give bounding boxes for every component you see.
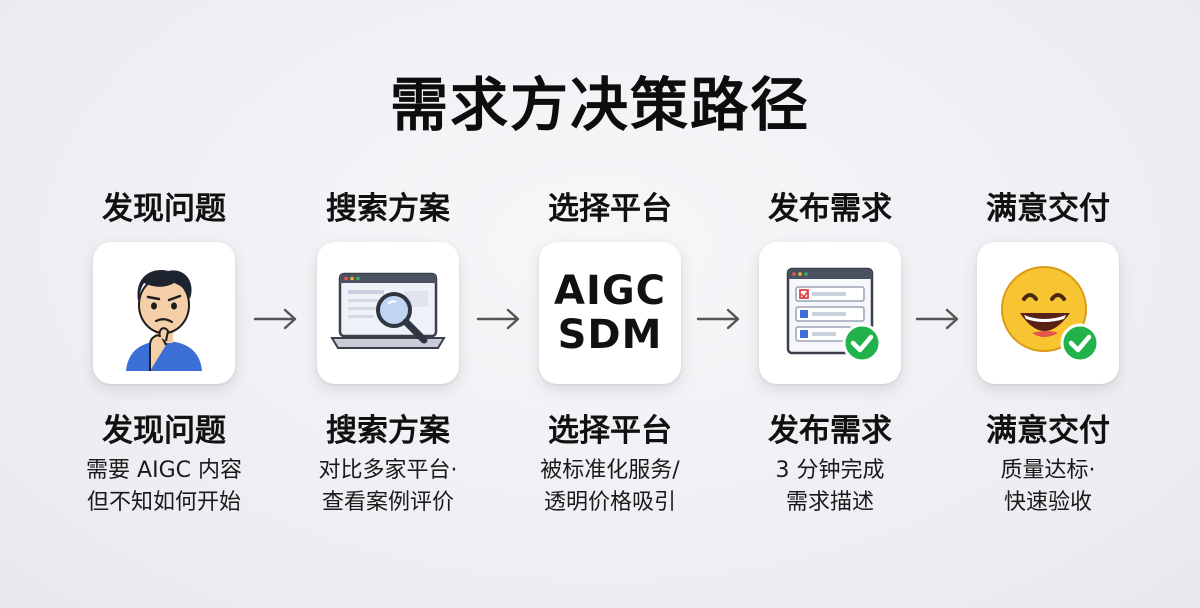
step-top-label: 选择平台: [548, 191, 672, 227]
step-choose-platform: 选择平台 AIGC SDM 选择平台 被标准化服务/ 透明价格吸引: [500, 0, 720, 608]
desc-line: 需求描述: [785, 490, 874, 515]
step-description: 被标准化服务/ 透明价格吸引: [500, 455, 720, 519]
step-description: 质量达标· 快速验收: [938, 455, 1158, 519]
step-bottom-label: 选择平台: [548, 413, 672, 449]
step-description: 需要 AIGC 内容 但不知如何开始: [54, 455, 274, 519]
desc-line: 对比多家平台·: [318, 458, 458, 483]
confused-person-icon: [126, 270, 202, 371]
arrow-right-icon: [253, 308, 297, 330]
arrow-right-icon: [696, 308, 740, 330]
form-check-icon: [786, 267, 882, 363]
step-bottom-label: 满意交付: [986, 413, 1110, 449]
step-publish: 发布需求 发布需求 3 分钟完成 需求描述: [720, 0, 940, 608]
step-card: [317, 242, 459, 384]
step-bottom-label: 发现问题: [102, 413, 226, 449]
desc-line: 快速验收: [1003, 490, 1092, 515]
step-card: [977, 242, 1119, 384]
step-bottom-label: 搜索方案: [326, 413, 450, 449]
platform-logo: AIGC SDM: [554, 269, 666, 357]
step-discover: 发现问题 发现问题 需要 AIGC 内容 但不知如何开始: [54, 0, 274, 608]
desc-line: 需要 AIGC 内容: [86, 458, 242, 483]
step-description: 3 分钟完成 需求描述: [720, 455, 940, 519]
step-top-label: 搜索方案: [326, 191, 450, 227]
step-search: 搜索方案 搜索方案 对比多家平台· 查看案例评价: [278, 0, 498, 608]
step-card: [93, 242, 235, 384]
step-card: [759, 242, 901, 384]
desc-line: 3 分钟完成: [775, 458, 885, 483]
arrow-right-icon: [915, 308, 959, 330]
smile-check-icon: [1001, 266, 1100, 363]
step-delivery: 满意交付 满意交付 质量达标· 快速验收: [938, 0, 1158, 608]
step-top-label: 发现问题: [102, 191, 226, 227]
desc-line: 质量达标·: [1000, 458, 1096, 483]
step-top-label: 满意交付: [986, 191, 1110, 227]
step-top-label: 发布需求: [768, 191, 892, 227]
step-description: 对比多家平台· 查看案例评价: [278, 455, 498, 519]
page-title: 需求方决策路径: [389, 71, 810, 139]
arrow-right-icon: [476, 308, 520, 330]
step-card: AIGC SDM: [539, 242, 681, 384]
desc-line: 查看案例评价: [321, 490, 454, 515]
desc-line: 但不知如何开始: [86, 490, 241, 515]
desc-line: 被标准化服务/: [540, 458, 680, 483]
logo-line: AIGC: [553, 268, 667, 314]
step-bottom-label: 发布需求: [768, 413, 892, 449]
laptop-search-icon: [330, 272, 446, 349]
logo-line: SDM: [557, 312, 663, 358]
desc-line: 透明价格吸引: [543, 490, 676, 515]
